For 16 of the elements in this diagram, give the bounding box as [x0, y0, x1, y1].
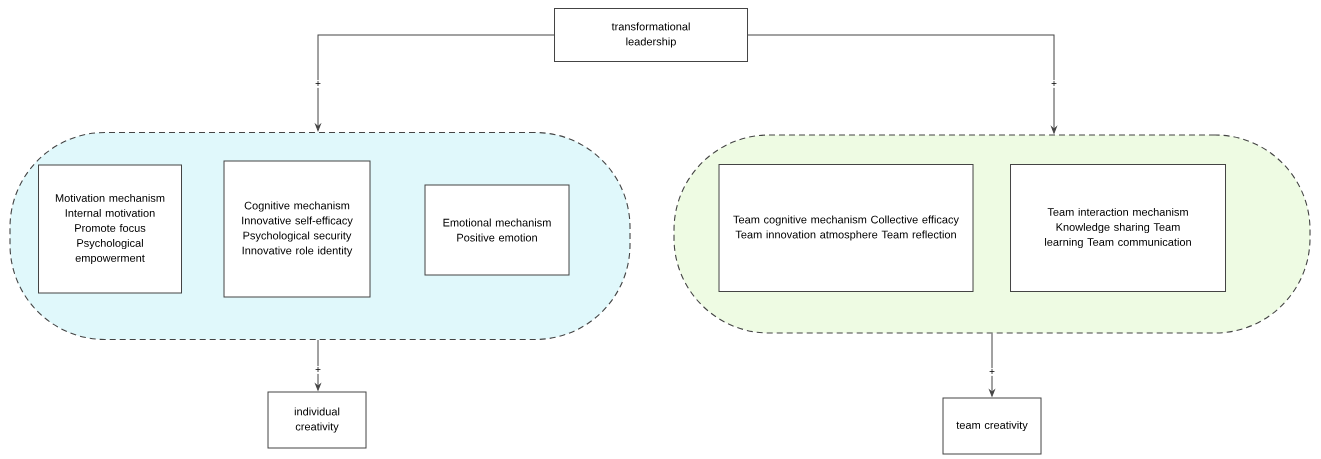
- edge-label: +: [988, 368, 996, 376]
- edge-label: +: [314, 80, 322, 88]
- edge-label: +: [1050, 80, 1058, 88]
- edge-label: +: [314, 366, 322, 374]
- arrow: [747, 34, 1057, 134]
- arrow: [315, 34, 555, 132]
- arrow: [989, 333, 995, 397]
- concept-box: Emotional mechanism Positive emotion: [424, 184, 570, 276]
- concept-box: Team cognitive mechanism Collective efficacy Team innovation atmosphere Team reflection: [718, 164, 974, 292]
- concept-box: transformational leadership: [554, 8, 748, 62]
- concept-box: team creativity: [942, 397, 1042, 455]
- arrow: [315, 339, 321, 391]
- concept-box: individual creativity: [267, 391, 367, 449]
- concept-box: Team interaction mechanism Knowledge sharing Team learning Team communication: [1010, 164, 1226, 292]
- concept-box: Motivation mechanism Internal motivation Promote focus Psychological empowerment: [38, 164, 182, 294]
- concept-box: Cognitive mechanism Innovative self-efficacy Psychological security Innovative role identity: [223, 160, 371, 298]
